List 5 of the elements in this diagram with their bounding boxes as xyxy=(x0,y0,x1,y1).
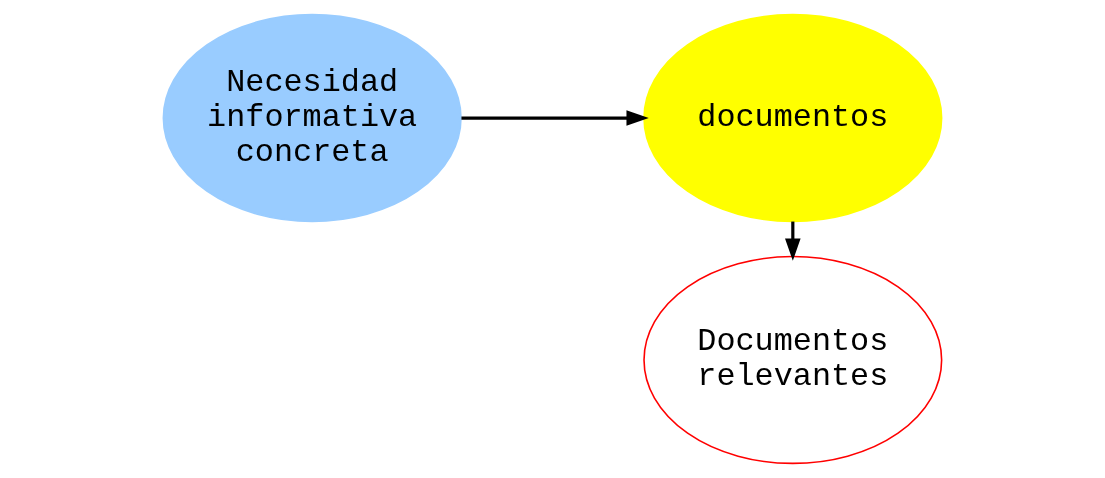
arrow xyxy=(461,110,649,126)
node-ellipse: Documentos relevantes xyxy=(643,255,943,465)
node-ellipse: Necesidad informativa concreta xyxy=(162,13,462,223)
arrow xyxy=(785,221,801,261)
node-ellipse: documentos xyxy=(643,13,943,223)
